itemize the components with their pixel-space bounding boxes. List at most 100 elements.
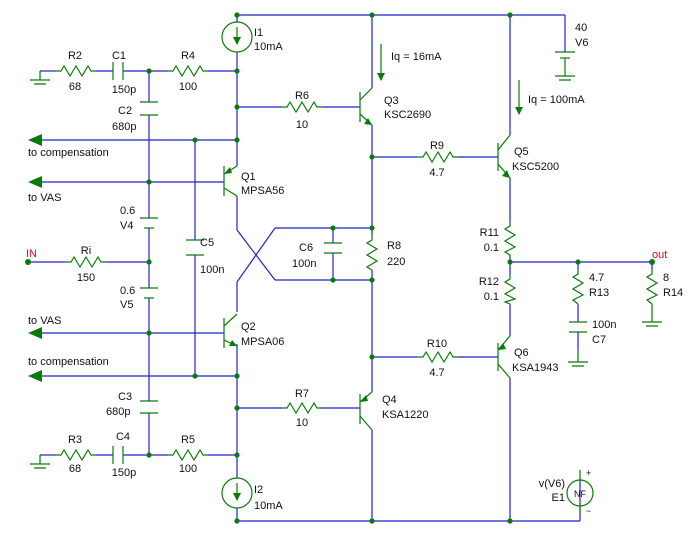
resistor-r3: [56, 448, 96, 462]
resistor-r12: [503, 275, 517, 305]
label-r7-value: 10: [296, 417, 308, 429]
labels: I1 10mA 40 V6 Iq = 16mA Iq = 100mA R2 68…: [26, 22, 683, 516]
label-to-vas-bottom: to VAS: [28, 315, 61, 327]
transistor-q6: [497, 335, 511, 379]
label-i2: I2: [254, 484, 263, 496]
label-q5-part: KSC5200: [512, 161, 559, 173]
capacitor-c7: [569, 321, 587, 350]
voltage-source-v6: [555, 51, 575, 68]
resistor-r14: [645, 270, 659, 305]
label-c1-value: 150p: [112, 84, 136, 96]
resistor-r13: [571, 270, 585, 305]
resistor-r11: [503, 222, 517, 256]
label-r3: R3: [68, 434, 82, 446]
label-c1: C1: [112, 50, 126, 62]
label-v5-value: 0.6: [120, 285, 135, 297]
label-r12: R12: [479, 276, 499, 288]
label-q3-part: KSC2690: [384, 109, 431, 121]
label-e1-plus: +: [586, 468, 591, 478]
resistor-r4: [168, 64, 208, 78]
capacitor-c6: [324, 242, 342, 254]
label-q6-part: KSA1943: [512, 362, 558, 374]
label-r5: R5: [181, 434, 195, 446]
label-r14: R14: [663, 287, 683, 299]
label-c3: C3: [118, 391, 132, 403]
label-v5: V5: [120, 299, 133, 311]
label-e1-symbol: NF: [574, 489, 586, 499]
label-q1-part: MPSA56: [241, 185, 284, 197]
label-r9-value: 4.7: [429, 167, 444, 179]
label-c5: C5: [200, 237, 214, 249]
label-q2-part: MPSA06: [241, 336, 284, 348]
label-c2: C2: [118, 105, 132, 117]
label-r4: R4: [181, 50, 195, 62]
label-c3-value: 680p: [106, 406, 130, 418]
label-r8-value: 220: [387, 256, 405, 268]
label-q4: Q4: [382, 394, 397, 406]
label-r10: R10: [427, 338, 447, 350]
label-i1: I1: [254, 27, 263, 39]
current-source-i1: [221, 21, 253, 53]
resistor-r10: [418, 350, 458, 364]
capacitor-c3: [140, 400, 158, 414]
label-e1-minus: −: [586, 506, 591, 516]
label-i2-value: 10mA: [254, 500, 283, 512]
label-c2-value: 680p: [112, 121, 136, 133]
label-iq-q5: Iq = 100mA: [528, 94, 585, 106]
transistor-q3: [359, 87, 373, 126]
label-to-vas-top: to VAS: [28, 192, 61, 204]
junction-dots: [25, 12, 655, 524]
label-r13: R13: [589, 287, 609, 299]
resistor-r5: [168, 448, 208, 462]
voltage-source-v4: [140, 217, 158, 229]
label-v6: V6: [575, 37, 588, 49]
label-r10-value: 4.7: [429, 367, 444, 379]
label-q4-part: KSA1220: [382, 409, 428, 421]
label-r11: R11: [480, 227, 499, 239]
transistor-q4: [359, 391, 373, 431]
label-r11-value: 0.1: [484, 242, 499, 254]
capacitor-c5: [186, 239, 204, 256]
wires: [28, 14, 653, 522]
resistor-ri: [66, 255, 106, 269]
label-q1: Q1: [241, 171, 256, 183]
transistor-q2: [223, 313, 238, 348]
label-r6-value: 10: [296, 119, 308, 131]
label-i1-value: 10mA: [254, 41, 283, 53]
label-r8: R8: [387, 240, 401, 252]
transistor-q1: [223, 165, 238, 197]
label-c5-value: 100n: [200, 264, 224, 276]
label-r2-value: 68: [69, 81, 81, 93]
label-r2: R2: [68, 50, 82, 62]
label-v4-value: 0.6: [120, 205, 135, 217]
label-q6: Q6: [514, 347, 529, 359]
voltage-source-v5: [140, 287, 158, 299]
label-c6: C6: [299, 242, 313, 254]
label-q2: Q2: [241, 321, 256, 333]
label-r4-value: 100: [179, 81, 197, 93]
label-e1-expression: v(V6): [539, 478, 565, 490]
controlled-source-e1: [566, 470, 594, 514]
label-c4-value: 150p: [112, 467, 136, 479]
signal-arrows: [28, 134, 42, 382]
label-r9: R9: [430, 140, 444, 152]
label-ri-value: 150: [77, 272, 95, 284]
current-source-i2: [221, 477, 253, 509]
resistor-r8: [365, 236, 379, 271]
label-in: IN: [26, 248, 37, 260]
label-v6-value: 40: [575, 22, 587, 34]
label-q5: Q5: [514, 146, 529, 158]
capacitor-c1: [112, 62, 124, 80]
grounds: [30, 68, 662, 469]
resistor-r2: [56, 64, 96, 78]
label-c7-value: 100n: [592, 319, 616, 331]
label-v4: V4: [120, 220, 133, 232]
label-to-compensation-top: to compensation: [28, 147, 109, 159]
label-c7: C7: [592, 334, 606, 346]
resistor-r6: [282, 100, 322, 114]
label-q3: Q3: [384, 95, 399, 107]
label-r12-value: 0.1: [484, 291, 499, 303]
label-ri: Ri: [81, 245, 91, 257]
capacitor-c4: [112, 446, 124, 464]
